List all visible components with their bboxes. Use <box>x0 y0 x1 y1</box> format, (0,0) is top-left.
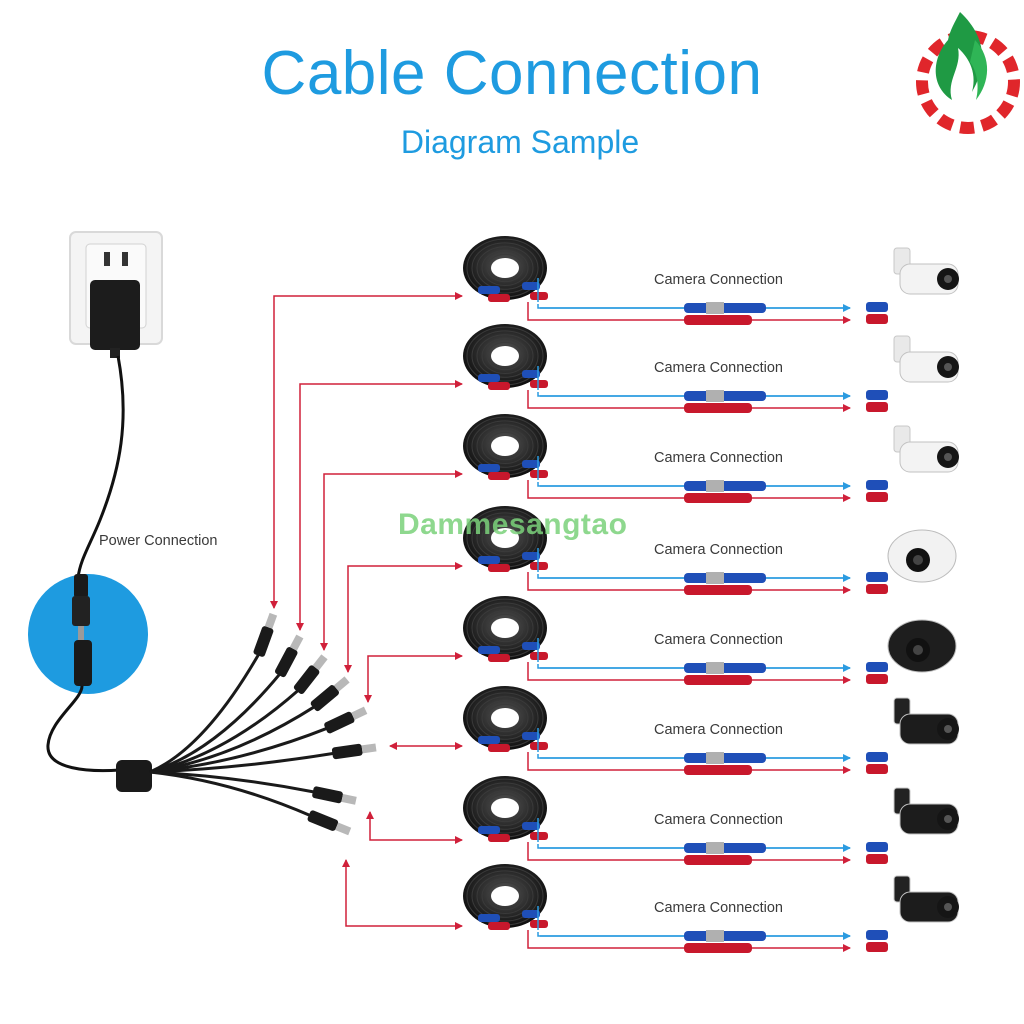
page-subtitle: Diagram Sample <box>400 124 640 160</box>
siamese-cable-coil-icon <box>463 324 548 390</box>
channel-row <box>344 506 957 673</box>
bullet-camera-icon <box>866 425 959 502</box>
dc-plug-icon <box>72 574 92 686</box>
camera-connection-label: Camera Connection <box>654 542 783 558</box>
camera-connection-label: Camera Connection <box>654 900 783 916</box>
power-line <box>270 292 463 609</box>
siamese-cable-coil-icon <box>463 596 548 662</box>
power-adapter-icon <box>90 280 140 358</box>
bullet-camera-icon <box>866 787 959 864</box>
dome-camera-icon <box>866 619 957 684</box>
splitter-lead <box>149 672 282 774</box>
bullet-camera-icon <box>866 875 959 952</box>
power-line <box>364 652 463 703</box>
bullet-camera-icon <box>866 247 959 324</box>
bnc-dc-connector-icon <box>684 930 766 953</box>
camera-connection-label: Camera Connection <box>654 812 783 828</box>
siamese-cable-coil-icon <box>463 864 548 930</box>
camera-connection-label: Camera Connection <box>654 722 783 738</box>
dc-barrel-plug-icon <box>310 676 350 712</box>
bnc-dc-connector-icon <box>684 842 766 865</box>
camera-connection-label: Camera Connection <box>654 272 783 288</box>
splitter-hub-icon <box>116 760 152 792</box>
camera-connection-label: Camera Connection <box>654 450 783 466</box>
dome-camera-icon <box>866 529 957 594</box>
dc-barrel-plug-icon <box>274 634 304 678</box>
bullet-camera-icon <box>866 697 959 774</box>
power-line <box>342 859 463 930</box>
channel-row <box>296 324 959 631</box>
dc-barrel-plug-icon <box>312 786 357 805</box>
camera-connection-label: Camera Connection <box>654 360 783 376</box>
bnc-dc-connector-icon <box>684 390 766 413</box>
bnc-dc-connector-icon <box>684 480 766 503</box>
splitter-lead <box>149 770 312 818</box>
channel-row <box>389 686 959 775</box>
channel-row <box>342 859 959 953</box>
dc-barrel-plug-icon <box>307 810 352 836</box>
splitter-lead <box>149 652 261 774</box>
bnc-dc-connector-icon <box>684 752 766 775</box>
channel-row <box>270 236 959 609</box>
channel-row <box>366 776 959 865</box>
watermark-text: Dammesangtao <box>398 508 628 541</box>
dc-barrel-plug-icon <box>293 654 328 695</box>
channel-row <box>320 414 959 651</box>
power-line <box>296 380 463 631</box>
dc-barrel-plug-icon <box>324 706 368 734</box>
siamese-cable-coil-icon <box>463 236 548 302</box>
bnc-dc-connector-icon <box>684 662 766 685</box>
power-line <box>344 562 463 673</box>
camera-connection-label: Camera Connection <box>654 632 783 648</box>
siamese-cable-coil-icon <box>463 414 548 480</box>
siamese-cable-coil-icon <box>463 686 548 752</box>
brand-logo-icon <box>916 12 1020 134</box>
dc-barrel-plug-icon <box>331 743 377 760</box>
channel-row <box>364 596 957 703</box>
power-line <box>320 470 463 651</box>
power-line <box>366 811 463 844</box>
siamese-cable-coil-icon <box>463 776 548 842</box>
connector-highlight-circle <box>28 574 148 694</box>
bullet-camera-icon <box>866 335 959 412</box>
dc-barrel-plug-icon <box>253 612 278 657</box>
splitter-lead <box>149 751 335 774</box>
bnc-dc-connector-icon <box>684 302 766 325</box>
bnc-dc-connector-icon <box>684 572 766 595</box>
page-title: Cable Connection <box>261 39 763 108</box>
siamese-cable-coil-icon <box>463 506 548 572</box>
power-connection-label: Power Connection <box>99 533 218 549</box>
